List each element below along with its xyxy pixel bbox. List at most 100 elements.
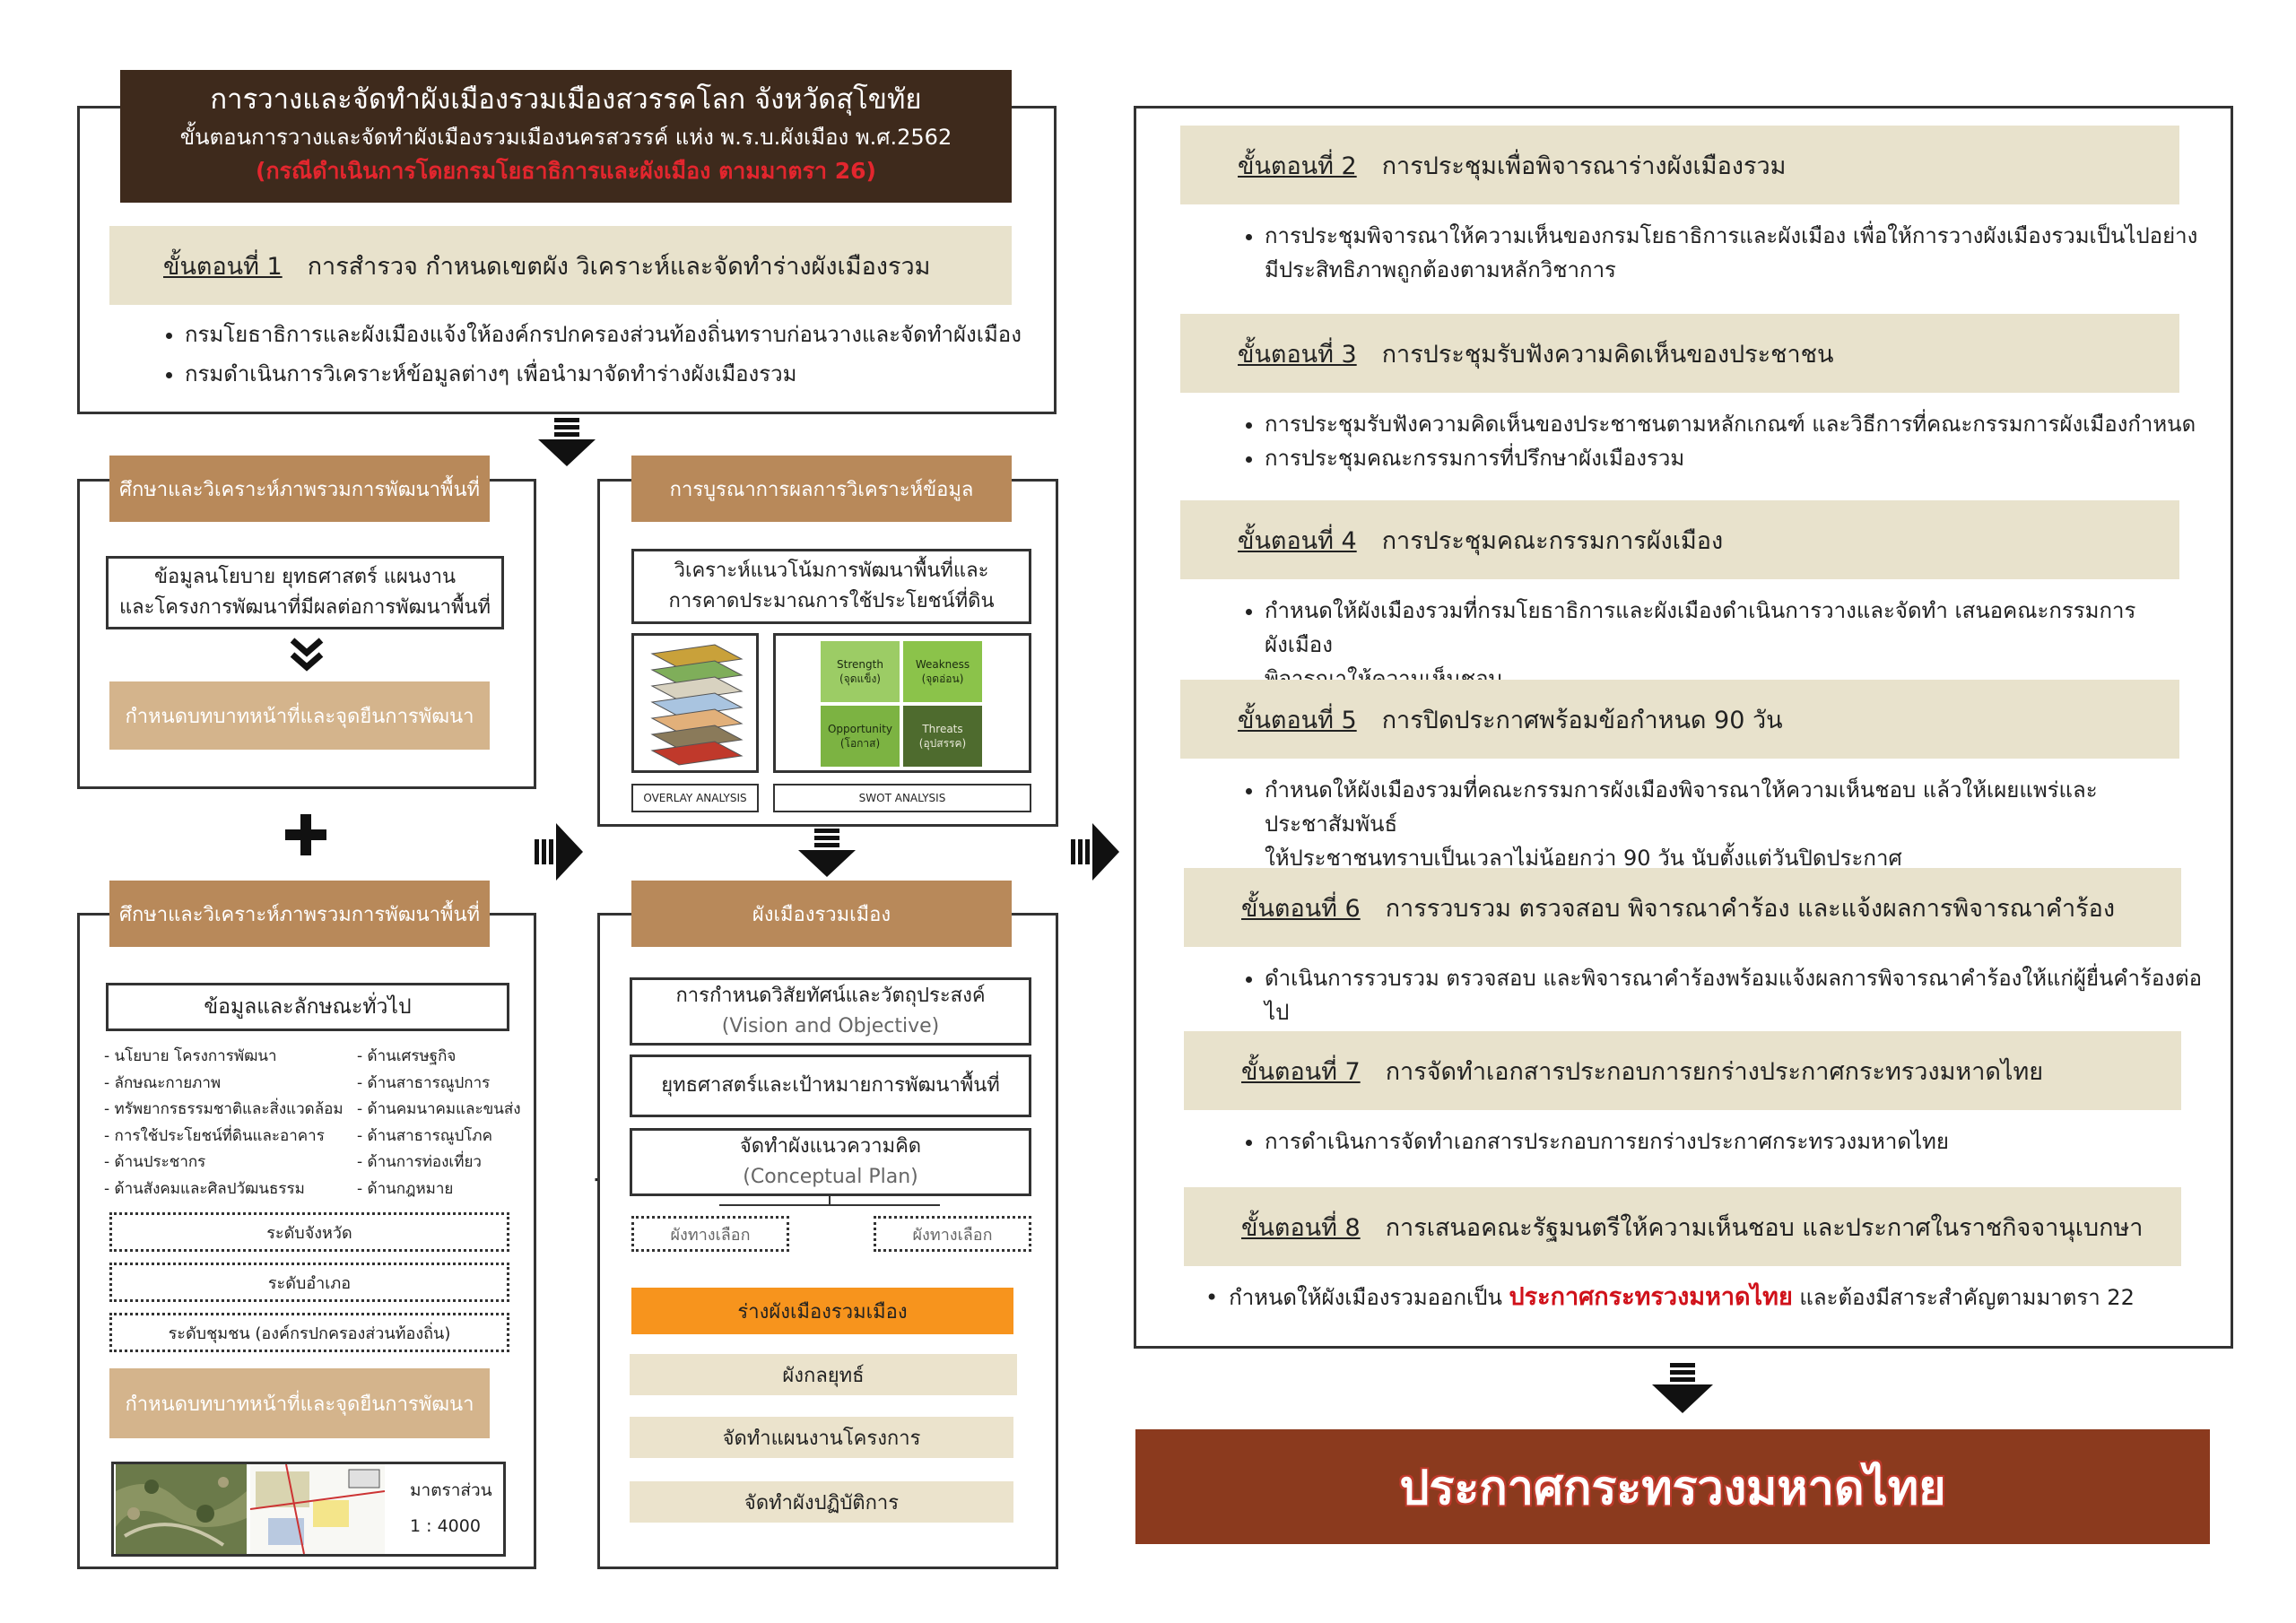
step1-bullets: กรมโยธาธิการและผังเมืองแจ้งให้องค์กรปกคร… bbox=[154, 317, 1033, 396]
trend-analysis-box: วิเคราะห์แนวโน้มการพัฒนาพื้นที่และ การคา… bbox=[631, 549, 1031, 624]
step-bullet-line: กำหนดให้ผังเมืองรวมที่คณะกรรมการผังเมือง… bbox=[1265, 777, 2098, 837]
step8-post: และต้องมีสาระสำคัญตามมาตรา 22 bbox=[1799, 1285, 2135, 1310]
general-info-box: ข้อมูลและลักษณะทั่วไป bbox=[106, 983, 509, 1031]
draft-plan-bar: ร่างผังเมืองรวมเมือง bbox=[631, 1288, 1013, 1334]
step-title: การปิดประกาศพร้อมข้อกำหนด 90 วัน bbox=[1381, 706, 1783, 734]
strategy-box: ยุทธศาสตร์และเป้าหมายการพัฒนาพื้นที่ bbox=[630, 1055, 1031, 1117]
swot-en: Threats bbox=[922, 723, 963, 735]
info-list-col2: - ด้านเศรษฐกิจ- ด้านสาธารณูปการ- ด้านคมน… bbox=[357, 1044, 527, 1202]
swot-cell: Strength(จุดแข็ง) bbox=[821, 641, 900, 702]
info-list-col1: - นโยบาย โครงการพัฒนา- ลักษณะกายภาพ- ทรั… bbox=[104, 1044, 364, 1202]
step-bullets: การประชุมพิจารณาให้ความเห็นของกรมโยธาธิก… bbox=[1234, 219, 2203, 287]
concept-plan-box: จัดทำผังแนวความคิด (Conceptual Plan) bbox=[630, 1128, 1031, 1196]
project-plan: จัดทำแผนงานโครงการ bbox=[630, 1417, 1013, 1458]
swot-th: (โอกาส) bbox=[839, 737, 881, 750]
step-bullet-line: การประชุมรับฟังความคิดเห็นของประชาชนตามห… bbox=[1265, 412, 2196, 437]
swot-th: (อุปสรรค) bbox=[918, 737, 967, 750]
left-top-footer: กำหนดบทบาทหน้าที่และจุดยืนการพัฒนา bbox=[109, 681, 490, 750]
step-title: การจัดทำเอกสารประกอบการยกร่างประกาศกระทร… bbox=[1385, 1057, 2044, 1086]
step-bullet-line: มีประสิทธิภาพถูกต้องตามหลักวิชาการ bbox=[1265, 257, 1616, 282]
left-bottom-footer: กำหนดบทบาทหน้าที่และจุดยืนการพัฒนา bbox=[109, 1368, 490, 1438]
info-list-item: - ด้านสังคมและศิลปวัฒนธรรม bbox=[104, 1179, 305, 1198]
info-list-item: - ด้านคมนาคมและขนส่ง bbox=[357, 1100, 521, 1118]
arrow-down-icon bbox=[798, 829, 856, 877]
alternative-plan-1: ผังทางเลือก bbox=[631, 1216, 789, 1252]
overlay-label: OVERLAY ANALYSIS bbox=[631, 784, 759, 812]
step-num: ขั้นตอนที่ 3 bbox=[1238, 340, 1357, 369]
step-bar: ขั้นตอนที่ 6 การรวบรวม ตรวจสอบ พิจารณาคำร… bbox=[1184, 868, 2181, 947]
step-bullet-item: การประชุมพิจารณาให้ความเห็นของกรมโยธาธิก… bbox=[1265, 219, 2203, 287]
left-top-box: ข้อมูลนโยบาย ยุทธศาสตร์ แผนงาน และโครงกา… bbox=[106, 556, 504, 629]
step-bullet-item: ดำเนินการรวบรวม ตรวจสอบ และพิจารณาคำร้อง… bbox=[1265, 961, 2203, 1029]
bullet-dot: • bbox=[1205, 1285, 1219, 1310]
plan-map-image bbox=[250, 1464, 385, 1554]
map-thumbnail: มาตราส่วน 1 : 4000 bbox=[111, 1462, 506, 1557]
swot-cell: Opportunity (โอกาส) bbox=[821, 706, 900, 767]
step-num: ขั้นตอนที่ 6 bbox=[1241, 894, 1361, 923]
mid-bottom-header: ผังเมืองรวมเมือง bbox=[631, 881, 1012, 947]
step-bullet-item: กำหนดให้ผังเมืองรวมที่คณะกรรมการผังเมือง… bbox=[1265, 773, 2203, 875]
step-title: การเสนอคณะรัฐมนตรีให้ความเห็นชอบ และประก… bbox=[1385, 1213, 2144, 1242]
vision-line1: การกำหนดวิสัยทัศน์และวัตถุประสงค์ bbox=[675, 985, 986, 1007]
step-title: การรวบรวม ตรวจสอบ พิจารณาคำร้อง และแจ้งผ… bbox=[1385, 894, 2116, 923]
swot-image-box: Strength(จุดแข็ง)Weakness(จุดอ่อน)Opport… bbox=[773, 633, 1031, 773]
step-bullets: การดำเนินการจัดทำเอกสารประกอบการยกร่างปร… bbox=[1234, 1124, 2203, 1159]
scale-value: 1 : 4000 bbox=[410, 1516, 481, 1536]
step-bullet-line: การประชุมคณะกรรมการที่ปรึกษาผังเมืองรวม bbox=[1265, 446, 1685, 471]
left-top-box-line2: และโครงการพัฒนาที่มีผลต่อการพัฒนาพื้นที่ bbox=[118, 596, 491, 619]
info-list-item: - ลักษณะกายภาพ bbox=[104, 1073, 222, 1092]
double-chevron-down-icon bbox=[290, 638, 324, 672]
step-bullets: ดำเนินการรวบรวม ตรวจสอบ และพิจารณาคำร้อง… bbox=[1234, 961, 2203, 1029]
swot-label: SWOT ANALYSIS bbox=[773, 784, 1031, 812]
step-bullet-line: ดำเนินการรวบรวม ตรวจสอบ และพิจารณาคำร้อง… bbox=[1265, 966, 2202, 1025]
left-top-header: ศึกษาและวิเคราะห์ภาพรวมการพัฒนาพื้นที่ bbox=[109, 456, 490, 522]
info-list-item: - ด้านสาธารณูปโภค bbox=[357, 1126, 492, 1145]
swot-cell: Weakness(จุดอ่อน) bbox=[903, 641, 982, 702]
main-header: การวางและจัดทำผังเมืองรวมเมืองสวรรคโลก จ… bbox=[120, 70, 1012, 203]
step-num: ขั้นตอนที่ 4 bbox=[1238, 526, 1357, 555]
swot-grid: Strength(จุดแข็ง)Weakness(จุดอ่อน)Opport… bbox=[821, 641, 982, 767]
info-list-item: - การใช้ประโยชน์ที่ดินและอาคาร bbox=[104, 1126, 325, 1145]
step8-bullet: •กำหนดให้ผังเมืองรวมออกเป็น ประกาศกระทรว… bbox=[1205, 1280, 2199, 1315]
plus-icon bbox=[285, 814, 326, 855]
left-top-box-line1: ข้อมูลนโยบาย ยุทธศาสตร์ แผนงาน bbox=[153, 566, 457, 588]
step-title: การประชุมรับฟังความคิดเห็นของประชาชน bbox=[1381, 340, 1834, 369]
step-bullet-line: กำหนดให้ผังเมืองรวมที่กรมโยธาธิการและผัง… bbox=[1265, 598, 2136, 657]
step-bullet-item: การประชุมรับฟังความคิดเห็นของประชาชนตามห… bbox=[1265, 407, 2203, 441]
step-bar: ขั้นตอนที่ 7 การจัดทำเอกสารประกอบการยกร่า… bbox=[1184, 1031, 2181, 1110]
info-list-item: - ด้านเศรษฐกิจ bbox=[357, 1047, 457, 1065]
arrow-down-icon bbox=[1652, 1363, 1713, 1413]
satellite-map-image bbox=[116, 1464, 247, 1554]
step-title: การประชุมเพื่อพิจารณาร่างผังเมืองรวม bbox=[1381, 152, 1787, 180]
vision-box: การกำหนดวิสัยทัศน์และวัตถุประสงค์ (Visio… bbox=[630, 977, 1031, 1046]
level-district: ระดับอำเภอ bbox=[109, 1263, 509, 1302]
swot-en: Weakness bbox=[915, 658, 970, 671]
left-bottom-header: ศึกษาและวิเคราะห์ภาพรวมการพัฒนาพื้นที่ bbox=[109, 881, 490, 947]
step1-bullet-item: กรมโยธาธิการและผังเมืองแจ้งให้องค์กรปกคร… bbox=[185, 317, 1033, 352]
info-list-item: - ด้านการท่องเที่ยว bbox=[357, 1153, 482, 1171]
mid-top-header: การบูรณาการผลการวิเคราะห์ข้อมูล bbox=[631, 456, 1012, 522]
concept-branch-lines bbox=[719, 1196, 940, 1206]
step-bullet-line: ให้ประชาชนทราบเป็นเวลาไม่น้อยกว่า 90 วัน… bbox=[1265, 846, 1902, 871]
step-bar: ขั้นตอนที่ 5 การปิดประกาศพร้อมข้อกำหนด 90… bbox=[1180, 680, 2179, 759]
concept-line2: (Conceptual Plan) bbox=[743, 1166, 918, 1188]
arrow-right-icon bbox=[535, 823, 583, 881]
level-province: ระดับจังหวัด bbox=[109, 1212, 509, 1252]
main-note: (กรณีดำเนินการโดยกรมโยธาธิการและผังเมือง… bbox=[256, 158, 876, 184]
arrow-down-icon bbox=[538, 418, 596, 466]
step8-highlight: ประกาศกระทรวงมหาดไทย bbox=[1509, 1283, 1793, 1311]
swot-en: Opportunity bbox=[827, 723, 892, 735]
step-num: ขั้นตอนที่ 5 bbox=[1238, 706, 1357, 734]
step-bullets: การประชุมรับฟังความคิดเห็นของประชาชนตามห… bbox=[1234, 407, 2203, 475]
step1-num: ขั้นตอนที่ 1 bbox=[163, 252, 283, 281]
step1-bar: ขั้นตอนที่ 1 การสำรวจ กำหนดเขตผัง วิเครา… bbox=[109, 226, 1012, 305]
final-announcement: ประกาศกระทรวงมหาดไทย bbox=[1135, 1429, 2210, 1544]
strategic-plan: ผังกลยุทธ์ bbox=[630, 1354, 1017, 1395]
info-list-item: - ด้านประชากร bbox=[104, 1153, 206, 1171]
step1-bullet-item: กรมดำเนินการวิเคราะห์ข้อมูลต่างๆ เพื่อนำ… bbox=[185, 357, 1033, 391]
step-bullet-item: การดำเนินการจัดทำเอกสารประกอบการยกร่างปร… bbox=[1265, 1124, 2203, 1159]
info-list-item: - ด้านกฎหมาย bbox=[357, 1179, 454, 1198]
step-num: ขั้นตอนที่ 7 bbox=[1241, 1057, 1361, 1086]
